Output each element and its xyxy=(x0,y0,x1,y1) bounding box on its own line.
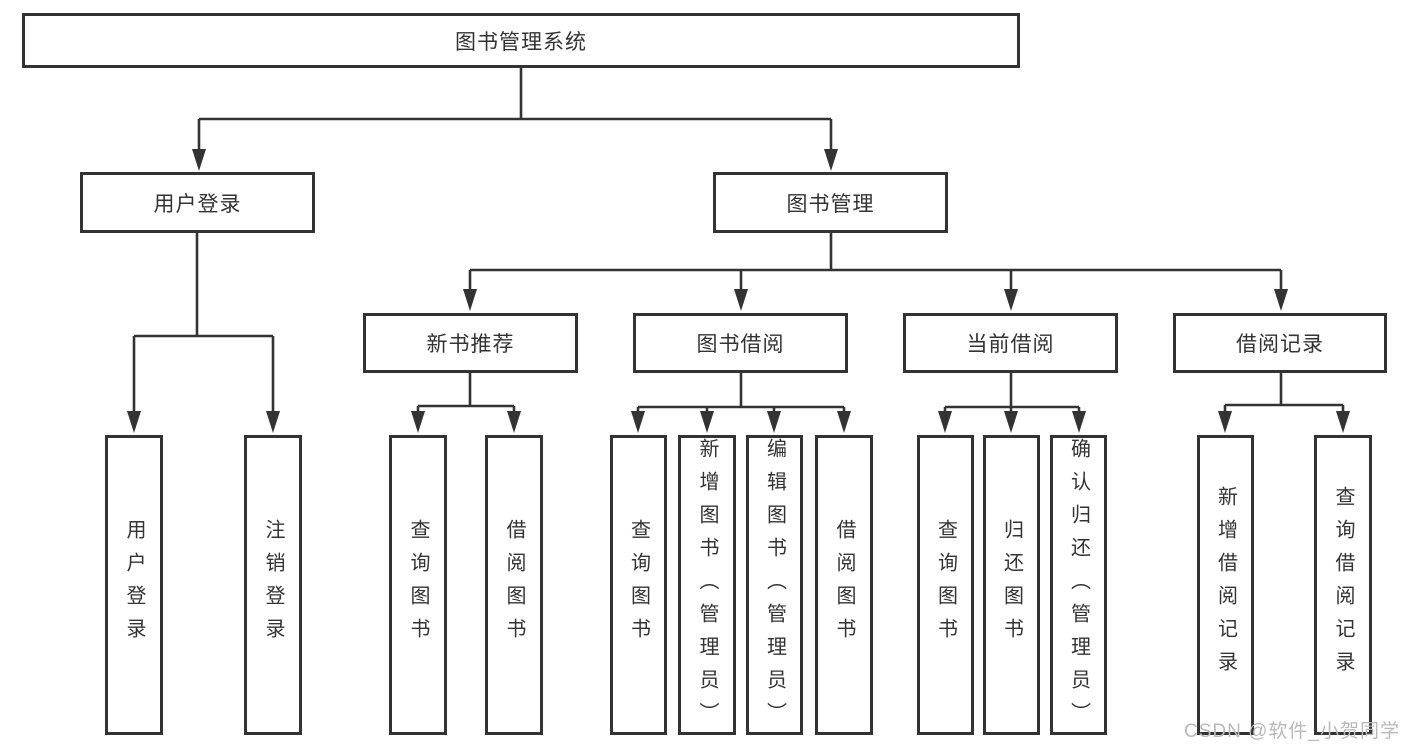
leaf-current-query-books: 查询图书 xyxy=(917,435,974,735)
leaf-borrow-edit-books-admin: 编辑图书（管理员） xyxy=(746,435,803,735)
node-book-management: 图书管理 xyxy=(713,172,948,233)
leaf-borrow-query-books: 查询图书 xyxy=(610,435,667,735)
leaf-logout: 注销登录 xyxy=(244,435,302,735)
leaf-current-return-books: 归还图书 xyxy=(983,435,1040,735)
leaf-user-login: 用户登录 xyxy=(105,435,163,735)
leaf-current-confirm-return-admin: 确认归还（管理员） xyxy=(1050,435,1107,735)
leaf-records-query-record: 查询借阅记录 xyxy=(1314,435,1372,735)
leaf-recommend-borrow-books: 借阅图书 xyxy=(485,435,543,735)
leaf-borrow-borrow-books: 借阅图书 xyxy=(815,435,873,735)
node-current-borrowing: 当前借阅 xyxy=(903,313,1118,373)
node-borrowing-records: 借阅记录 xyxy=(1173,313,1387,373)
leaf-records-add-record: 新增借阅记录 xyxy=(1197,435,1254,735)
node-root-library-system: 图书管理系统 xyxy=(22,13,1020,68)
leaf-recommend-query-books: 查询图书 xyxy=(389,435,447,735)
node-book-borrowing: 图书借阅 xyxy=(633,313,848,373)
node-new-book-recommend: 新书推荐 xyxy=(363,313,578,373)
csdn-watermark: CSDN @软件_小贺同学 xyxy=(1184,721,1400,742)
leaf-borrow-add-books-admin: 新增图书（管理员） xyxy=(678,435,736,735)
node-user-login: 用户登录 xyxy=(80,172,315,233)
